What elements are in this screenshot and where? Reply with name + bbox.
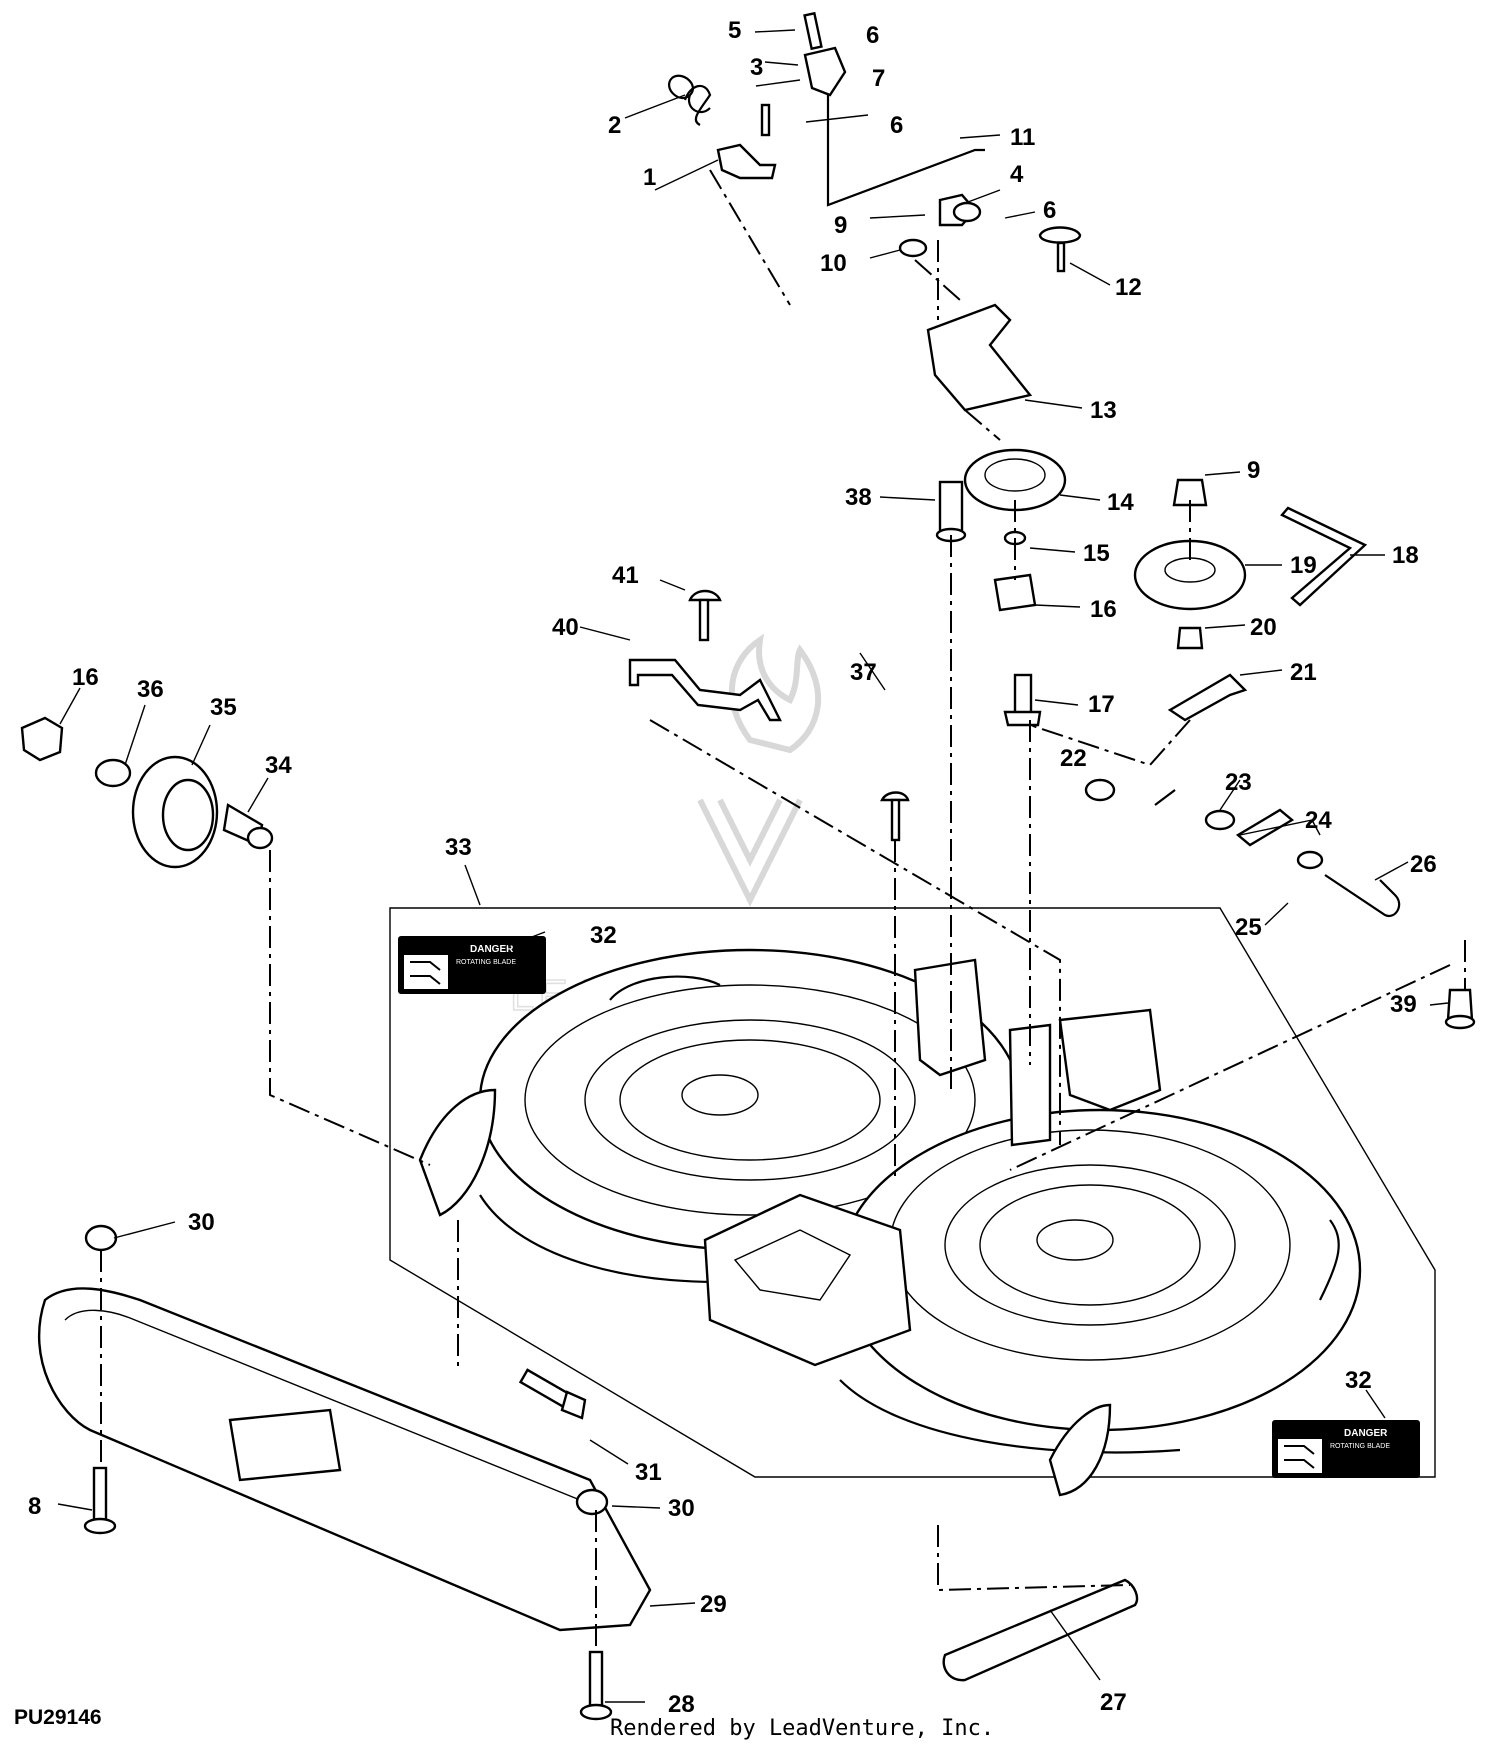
callout-13: 13: [1090, 397, 1117, 424]
callout-40: 40: [552, 614, 579, 641]
callout-1: 1: [643, 164, 656, 191]
danger-decal-right: DANGER ROTATING BLADE: [1272, 1420, 1420, 1478]
callout-41: 41: [612, 562, 639, 589]
callout-34: 34: [265, 752, 292, 779]
decal-left-heading: DANGER: [470, 944, 514, 955]
deck-outline-frame: [389, 907, 1436, 1478]
decal-right-heading: DANGER: [1344, 1428, 1388, 1439]
credit-line: Rendered by LeadVenture, Inc.: [610, 1716, 995, 1741]
gauge-wheel-assembly: [20, 716, 274, 869]
callout-33: 33: [445, 834, 472, 861]
callout-23: 23: [1225, 769, 1252, 796]
callout-30b: 30: [668, 1495, 695, 1522]
callout-32a: 32: [590, 922, 617, 949]
callout-9b: 9: [1247, 457, 1260, 484]
callout-7: 7: [872, 65, 885, 92]
mower-baffle: [38, 1224, 652, 1721]
callout-16a: 16: [72, 664, 99, 691]
callout-15: 15: [1083, 540, 1110, 567]
callout-18: 18: [1392, 542, 1419, 569]
callout-39: 39: [1390, 991, 1417, 1018]
callout-27: 27: [1100, 1689, 1127, 1716]
danger-decal-left: DANGER ROTATING BLADE: [398, 936, 546, 994]
callout-6a: 6: [866, 22, 879, 49]
callout-9a: 9: [834, 212, 847, 239]
callout-28: 28: [668, 1691, 695, 1718]
callout-21: 21: [1290, 659, 1317, 686]
callout-32b: 32: [1345, 1367, 1372, 1394]
callout-2: 2: [608, 112, 621, 139]
callout-14: 14: [1107, 489, 1134, 516]
callout-22: 22: [1060, 745, 1087, 772]
decal-right-subheading: ROTATING BLADE: [1330, 1443, 1390, 1450]
figure-reference-code: PU29146: [14, 1706, 102, 1729]
callout-6c: 6: [1043, 197, 1056, 224]
mower-deck-housing: [418, 948, 1362, 1497]
callout-38: 38: [845, 484, 872, 511]
callout-16b: 16: [1090, 596, 1117, 623]
callout-4: 4: [1010, 161, 1024, 188]
callout-36: 36: [137, 676, 164, 703]
callout-6b: 6: [890, 112, 903, 139]
upper-linkage: [628, 11, 1476, 1030]
callout-labels: 1 2 3 4 5 6 6 6 7 8 9 9 10 11 12 13 14 1…: [28, 17, 1437, 1718]
callout-26: 26: [1410, 851, 1437, 878]
assembly-lines: [100, 169, 1466, 1650]
decal-left-subheading: ROTATING BLADE: [456, 959, 516, 966]
callout-25: 25: [1235, 914, 1262, 941]
callout-8: 8: [28, 1493, 41, 1520]
callout-24: 24: [1305, 807, 1332, 834]
callout-31: 31: [635, 1459, 662, 1486]
callout-37: 37: [850, 659, 877, 686]
callout-30a: 30: [188, 1209, 215, 1236]
callout-35: 35: [210, 694, 237, 721]
callout-12: 12: [1115, 274, 1142, 301]
callout-11: 11: [1010, 124, 1035, 151]
callout-10: 10: [820, 250, 847, 277]
callout-5: 5: [728, 17, 741, 44]
mower-blade: [942, 1578, 1139, 1682]
callout-3: 3: [750, 54, 763, 81]
callout-29: 29: [700, 1591, 727, 1618]
callout-17: 17: [1088, 691, 1115, 718]
callout-20: 20: [1250, 614, 1277, 641]
leader-lines: [57, 29, 1449, 1703]
callout-19: 19: [1290, 552, 1317, 579]
